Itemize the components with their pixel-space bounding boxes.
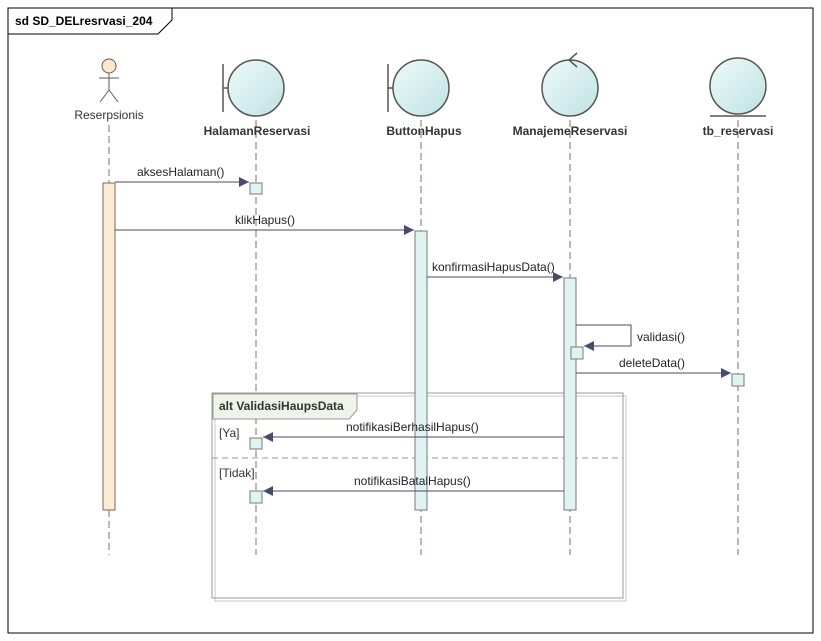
activation-halaman-berhasil xyxy=(249,437,263,450)
activation-halaman-batal xyxy=(249,490,263,504)
fragment-title: alt ValidasiHaupsData xyxy=(219,399,344,413)
lifeline-label-reserpsionis: Reserpsionis xyxy=(74,108,143,122)
lifeline-label-manajemen: ManajemeReservasi xyxy=(513,124,628,138)
activation-tb-delete xyxy=(731,373,745,387)
message-notifikasiBerhasilHapus[interactable]: notifikasiBerhasilHapus() xyxy=(263,420,564,442)
activation-reserpsionis xyxy=(102,182,116,511)
activation-button xyxy=(414,230,428,511)
message-notifikasiBatalHapus[interactable]: notifikasiBatalHapus() xyxy=(263,474,564,496)
message-klikHapus[interactable]: klikHapus() xyxy=(115,213,414,235)
message-label: aksesHalaman() xyxy=(137,165,224,179)
actor-reserpsionis[interactable]: Reserpsionis xyxy=(74,58,144,122)
message-aksesHalaman[interactable]: aksesHalaman() xyxy=(115,165,249,187)
control-manajemen[interactable]: ManajemeReservasi xyxy=(513,52,628,138)
boundary-halaman[interactable]: HalamanReservasi xyxy=(204,59,311,138)
message-konfirmasiHapusData[interactable]: konfirmasiHapusData() xyxy=(427,260,563,282)
message-label: notifikasiBerhasilHapus() xyxy=(346,420,479,434)
message-label: deleteData() xyxy=(619,356,685,370)
entity-icon xyxy=(709,57,767,115)
message-label: klikHapus() xyxy=(235,213,295,227)
fragment-title-tab xyxy=(212,393,358,420)
message-validasi[interactable]: validasi() xyxy=(576,324,685,351)
activations xyxy=(102,182,745,511)
message-deleteData[interactable]: deleteData() xyxy=(576,356,731,378)
frame-title: sd SD_DELresrvasi_204 xyxy=(15,14,153,28)
activation-halaman-akses xyxy=(249,182,263,195)
actor-head-icon xyxy=(101,58,117,74)
control-icon xyxy=(541,59,599,117)
alt-fragment[interactable]: alt ValidasiHaupsData [Ya] [Tidak] xyxy=(211,392,627,602)
guard-tidak: [Tidak] xyxy=(219,466,255,480)
lifeline-label-button: ButtonHapus xyxy=(386,124,462,138)
lifeline-label-halaman: HalamanReservasi xyxy=(204,124,311,138)
message-label: validasi() xyxy=(637,330,685,344)
message-label: konfirmasiHapusData() xyxy=(432,260,555,274)
guard-ya: [Ya] xyxy=(219,426,239,440)
frame-title-tab xyxy=(8,8,173,35)
boundary-button[interactable]: ButtonHapus xyxy=(386,59,462,138)
activation-manajemen-validasi xyxy=(570,346,584,360)
entity-tb[interactable]: tb_reservasi xyxy=(703,57,774,138)
message-label: notifikasiBatalHapus() xyxy=(354,474,471,488)
lifeline-label-tb: tb_reservasi xyxy=(703,124,774,138)
activation-manajemen xyxy=(563,277,577,511)
